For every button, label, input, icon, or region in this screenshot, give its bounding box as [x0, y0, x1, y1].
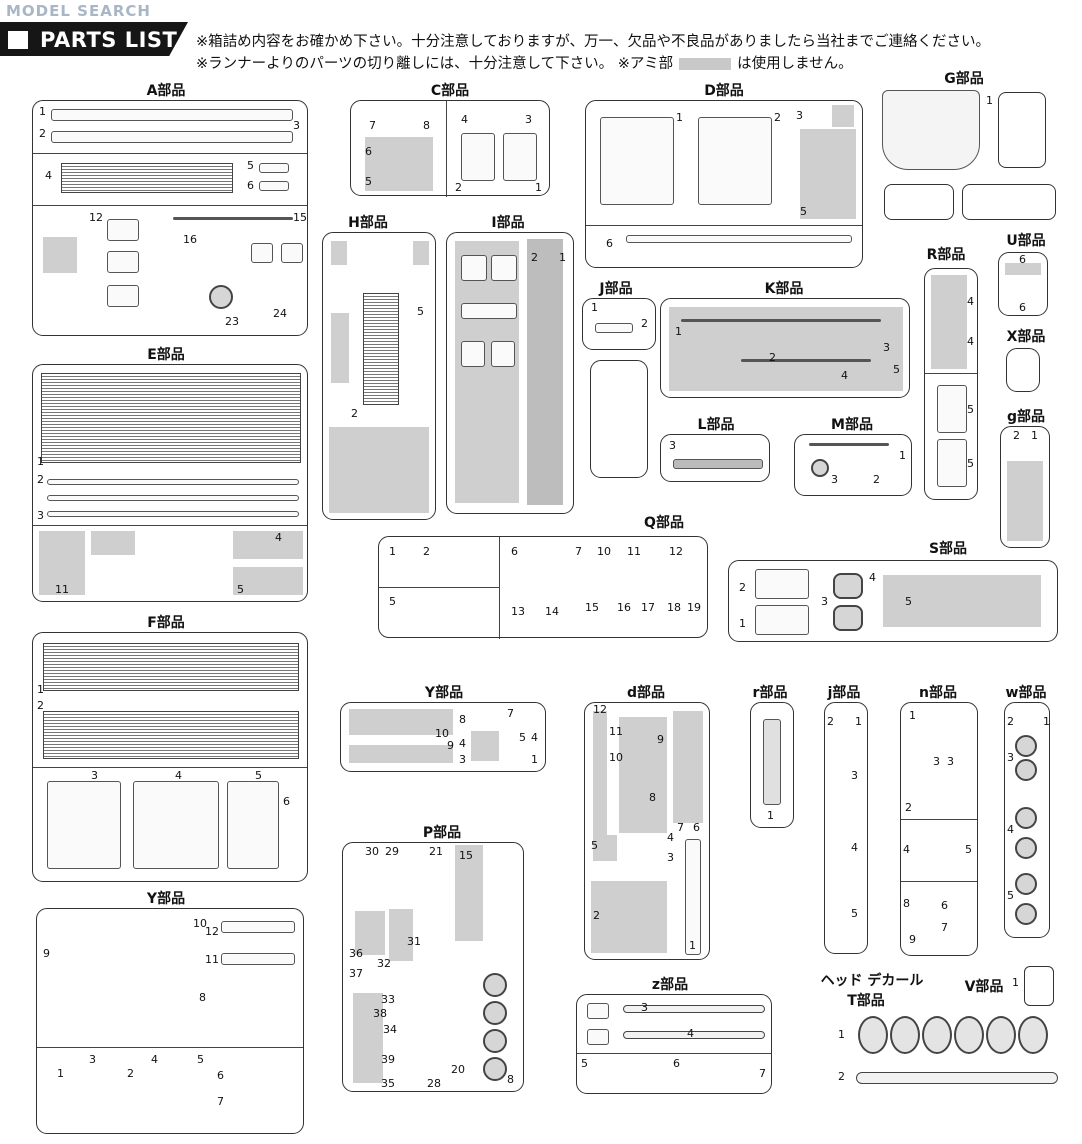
runner-label-v: V部品	[964, 979, 1004, 995]
runner-g-small-2	[884, 184, 954, 220]
runner-label-h: H部品	[348, 215, 388, 231]
runner-label-q: Q部品	[644, 515, 684, 531]
runner-label-i: I部品	[491, 215, 525, 231]
runner-label-d-lower: d部品	[626, 685, 666, 701]
runner-label-c: C部品	[430, 83, 470, 99]
runner-label-x: X部品	[1006, 329, 1046, 345]
runner-label-r-lower: r部品	[752, 685, 788, 701]
page-title: PARTS LIST	[40, 28, 178, 52]
runner-label-g-lower: g部品	[1006, 409, 1046, 425]
runner-label-p: P部品	[422, 825, 462, 841]
tyre-2	[890, 1016, 920, 1054]
runner-label-u: U部品	[1006, 233, 1046, 249]
rod-part	[856, 1072, 1058, 1084]
runner-label-e: E部品	[147, 347, 185, 363]
runner-label-d: D部品	[704, 83, 744, 99]
runner-x	[1006, 348, 1040, 392]
runner-label-r: R部品	[926, 247, 966, 263]
runner-g-small-1	[998, 92, 1046, 168]
runner-label-f: F部品	[147, 615, 185, 631]
runner-label-s: S部品	[928, 541, 968, 557]
tyre-1	[858, 1016, 888, 1054]
runner-label-l: L部品	[697, 417, 735, 433]
runner-g	[882, 90, 980, 170]
mesh-swatch	[679, 58, 732, 70]
tyre-4	[954, 1016, 984, 1054]
runner-g-small-3	[962, 184, 1056, 220]
runner-r-lower: 1	[750, 702, 794, 828]
header-square-icon	[8, 31, 28, 49]
runner-label-j: J部品	[599, 281, 633, 297]
watermark: MODEL SEARCH	[6, 2, 151, 20]
header-bar: PARTS LIST	[0, 22, 188, 56]
runner-v	[1024, 966, 1054, 1006]
note-line-2b: は使用しません。	[737, 56, 853, 72]
runner-label-j-lower: j部品	[827, 685, 861, 701]
runner-label-z: z部品	[651, 977, 689, 993]
runner-label-n: n部品	[919, 685, 957, 701]
decal-label: ヘッド デカール	[820, 973, 924, 989]
runner-label-w: w部品	[1005, 685, 1047, 701]
runner-label-t: T部品	[847, 993, 885, 1009]
runner-label-m: M部品	[831, 417, 873, 433]
runner-label-y-upper: Y部品	[424, 685, 464, 701]
runner-label-y-lower: Y部品	[146, 891, 186, 907]
tyre-6	[1018, 1016, 1048, 1054]
runner-label-a: A部品	[146, 83, 186, 99]
tyre-3	[922, 1016, 952, 1054]
runner-l: 3	[660, 434, 770, 482]
note-line-1: ※箱詰め内容をお確かめ下さい。十分注意しておりますが、万一、欠品や不良品がありま…	[196, 34, 990, 50]
runner-label-g-upper: G部品	[944, 71, 984, 87]
runner-label-k: K部品	[764, 281, 804, 297]
note-line-2: ※ランナーよりのパーツの切り離しには、十分注意して下さい。 ※アミ部 は使用しませ…	[196, 52, 853, 73]
runner-j-lower	[590, 360, 648, 478]
note-line-2a: ※ランナーよりのパーツの切り離しには、十分注意して下さい。 ※アミ部	[196, 56, 674, 72]
tyre-5	[986, 1016, 1016, 1054]
